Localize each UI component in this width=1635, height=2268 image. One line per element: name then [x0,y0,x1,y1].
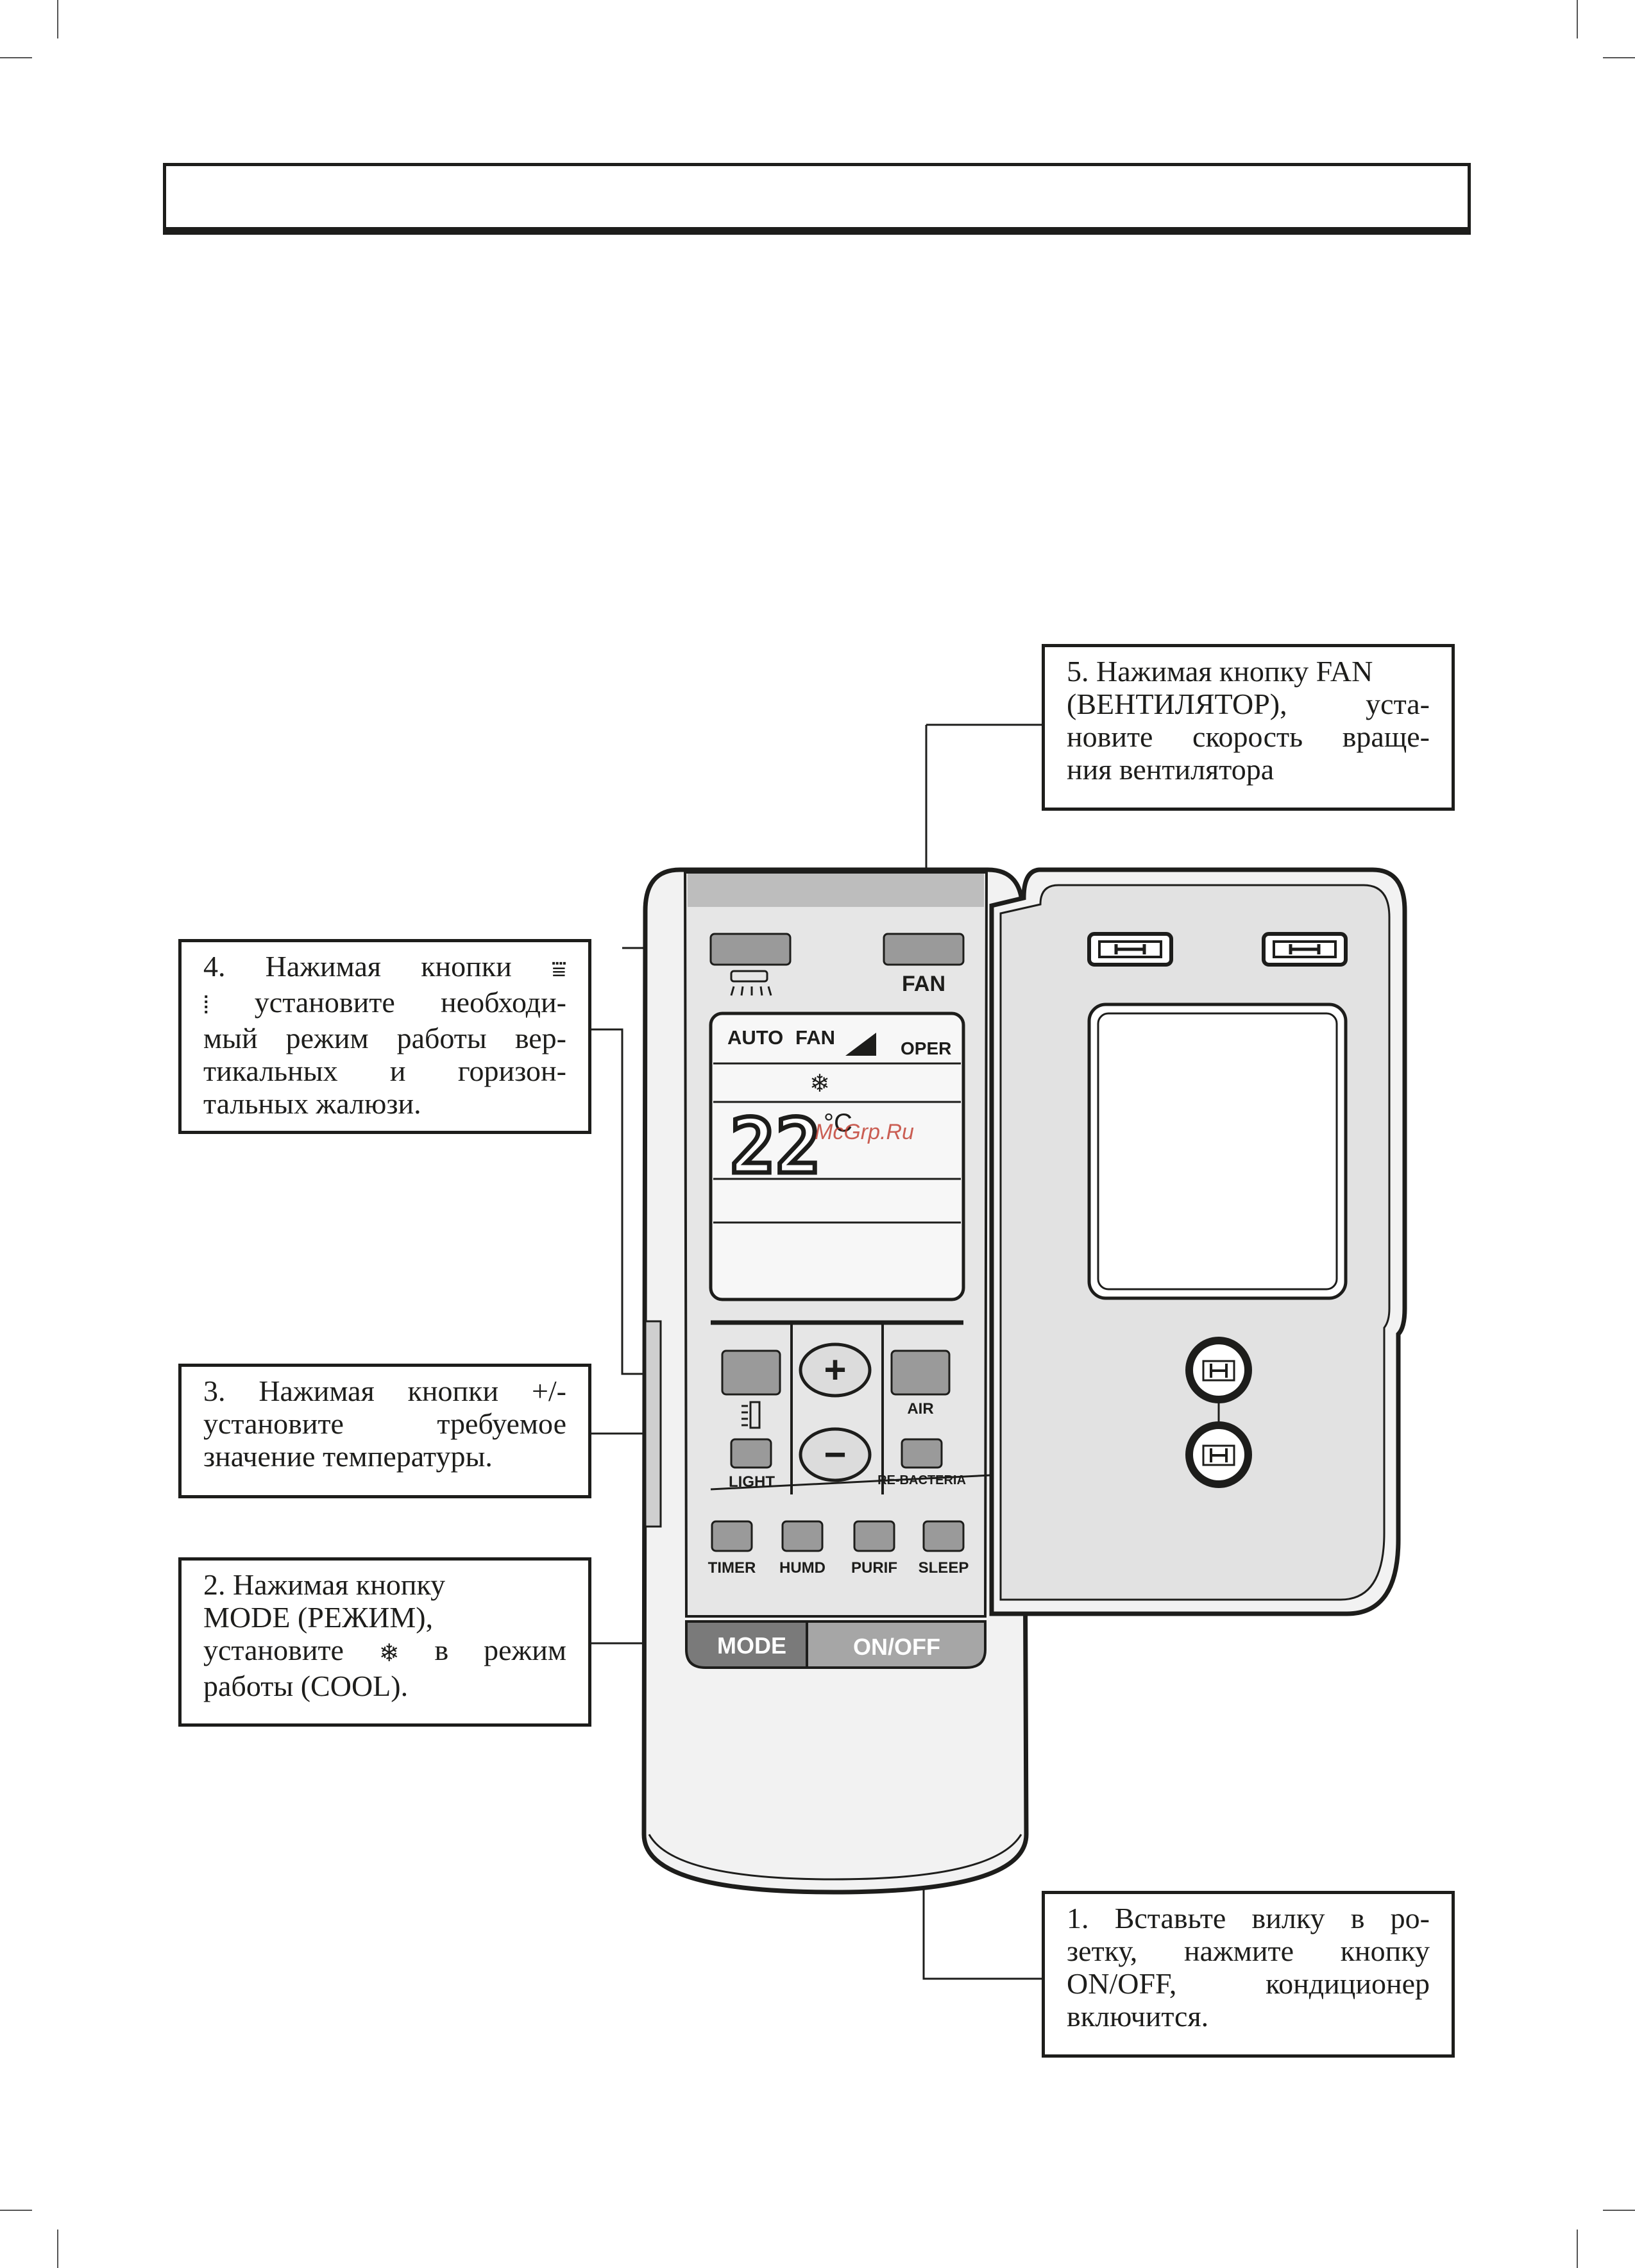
watermark: McGrp.Ru [815,1120,914,1144]
louver-horizontal-icon [730,970,772,996]
louver-vertical-icon [741,1401,761,1429]
air-button[interactable] [890,1350,951,1396]
rebacteria-button-label: RE-BACTERIA [877,1473,966,1487]
temp-plus-button[interactable] [799,1342,872,1398]
callout-4-line-1: 4. Нажимая кнопки [203,950,512,983]
callout-2-line-2: MODE (РЕЖИМ), [203,1601,434,1634]
cover-clip-top [1185,1337,1252,1403]
fan-button[interactable] [883,933,965,966]
cover-clip-bottom [1185,1421,1252,1488]
temp-minus-button[interactable] [799,1427,872,1482]
callout-5-line-4: ния вентилятора [1067,753,1275,786]
callout-4-line-3: мый режим работы вер- [203,1021,566,1054]
lcd-display [709,1011,965,1301]
timer-button-label: TIMER [708,1559,756,1577]
callout-fan-speed: 5. Нажимая кнопку FAN (ВЕНТИЛЯТОР), уста… [1042,644,1455,811]
callout-1-line-3: ON/OFF, кондиционер [1067,1967,1430,2000]
louver-vertical-icon: ⦙ [203,990,209,1019]
callout-4-line-4: тикальных и горизон- [203,1054,566,1087]
swing-vertical-button[interactable] [721,1350,781,1396]
sleep-button-label: SLEEP [919,1559,969,1577]
callout-mode-cool: 2. Нажимая кнопку MODE (РЕЖИМ), установи… [178,1557,591,1727]
callout-1-line-4: включится. [1067,2000,1209,2033]
sleep-button[interactable] [922,1520,965,1552]
lcd-oper: OPER [901,1038,951,1058]
callout-3-line-3: значение температуры. [203,1440,493,1473]
fan-speed-icon [845,1033,876,1056]
humd-button-label: HUMD [779,1559,826,1577]
lcd-unit: °C [824,1109,852,1137]
lcd-fan: FAN [795,1026,835,1049]
timer-button[interactable] [711,1520,753,1552]
light-button-label: LIGHT [729,1473,775,1491]
callout-3-line-2: установите требуемое [203,1407,566,1440]
callout-1-line-1: 1. Вставьте вилку в ро- [1067,1902,1430,1934]
callout-2-line-3b: в режим [434,1634,566,1666]
callout-5-line-3: новите скорость враще- [1067,720,1430,753]
onoff-button-label: ON/OFF [853,1634,940,1660]
purif-button-label: PURIF [851,1559,897,1577]
snowflake-icon: ❄ [809,1069,830,1097]
air-button-label: AIR [907,1400,933,1418]
temp-minus-label: − [824,1433,846,1476]
callout-4-line-2: установите необходи- [254,985,566,1019]
rebacteria-button[interactable] [901,1438,943,1469]
temp-plus-label: + [824,1348,846,1391]
fan-button-label: FAN [902,972,945,996]
section-title-box [163,163,1471,235]
callout-5-line-2: (ВЕНТИЛЯТОР), уста- [1067,688,1430,720]
onoff-button[interactable] [806,1620,987,1669]
purif-button[interactable] [853,1520,895,1552]
callout-5-line-1: 5. Нажимая кнопку FAN [1067,655,1373,688]
callout-3-line-1: 3. Нажимая кнопки +/- [203,1375,566,1407]
battery-clip-right [1262,932,1348,967]
callout-louver-mode: 4. Нажимая кнопки ⩸ ⦙ установите необход… [178,939,591,1134]
callout-power-on: 1. Вставьте вилку в ро- зетку, нажмите к… [1042,1891,1455,2058]
battery-clip-left [1087,932,1173,967]
callout-4-line-5: тальных жалюзи. [203,1087,421,1120]
louver-horizontal-icon: ⩸ [551,954,566,983]
mode-button-label: MODE [717,1632,786,1659]
swing-horizontal-button[interactable] [709,933,792,966]
humd-button[interactable] [781,1520,824,1552]
callout-2-line-3a: установите [203,1634,344,1666]
callout-1-line-2: зетку, нажмите кнопку [1067,1934,1430,1967]
callout-2-line-4: работы (COOL). [203,1669,409,1702]
light-button[interactable] [730,1438,772,1469]
lcd-auto: AUTO [727,1026,783,1049]
callout-temperature: 3. Нажимая кнопки +/- установите требуем… [178,1364,591,1498]
lcd-temperature: 22 [730,1102,821,1190]
callout-2-line-1: 2. Нажимая кнопку [203,1568,446,1601]
snowflake-icon: ❄ [378,1638,400,1667]
mode-button[interactable] [685,1620,808,1669]
